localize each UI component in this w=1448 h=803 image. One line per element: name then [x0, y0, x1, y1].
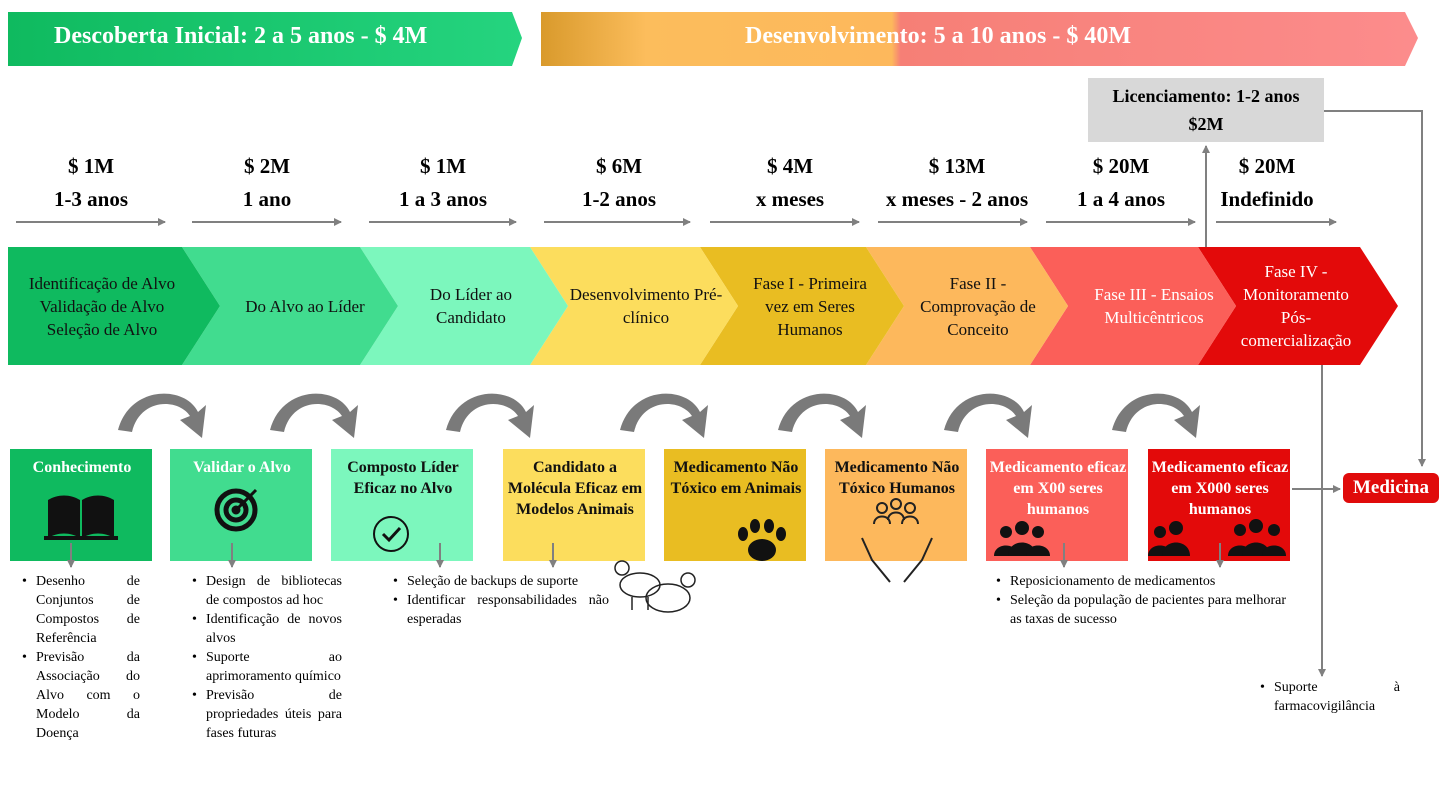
note-item: Design de bibliotecas de compostos ad ho…	[192, 572, 342, 610]
note-item: Identificação de novos alvos	[192, 610, 342, 648]
outcome-title: Validar o Alvo	[193, 459, 291, 476]
curved-arrow	[620, 393, 708, 438]
outcome-box-bg	[1148, 449, 1290, 561]
outcome-box-bg	[331, 449, 473, 561]
stage-chevron	[700, 247, 904, 365]
stage-label: Do Alvo ao Líder	[245, 296, 365, 316]
stage-chevron	[530, 247, 738, 365]
cost-column: $ 1M 1 a 3 anos	[368, 150, 518, 216]
note-item: Suporte à farmacovigilância	[1260, 678, 1400, 716]
note-item: Identificar responsabilidades não espera…	[393, 591, 609, 629]
knowledge-notes: Desenho de Conjuntos de Compostos de Ref…	[22, 572, 140, 743]
stage-chevron	[182, 247, 398, 365]
cost-column: $ 20M 1 a 4 anos	[1046, 150, 1196, 216]
outcome-title: Medicamento eficaz em X000 seres humanos	[1151, 459, 1289, 518]
outcome-title: Medicamento Não Tóxico Humanos	[834, 459, 960, 497]
animals-icon	[614, 560, 696, 613]
discovery-banner: Descoberta Inicial: 2 a 5 anos - $ 4M	[54, 22, 428, 49]
cost-duration: Indefinido	[1220, 187, 1314, 211]
stage-chevron	[8, 247, 220, 365]
medicine-label: Medicina	[1343, 473, 1439, 503]
outcome-box-bg	[825, 449, 967, 561]
stage-label: Fase I - Primeira vez em Seres Humanos	[753, 273, 867, 339]
outcome-title: Medicamento Não Tóxico em Animais	[670, 459, 802, 497]
development-banner-shape	[541, 12, 1418, 66]
cost-value: $ 6M	[595, 154, 643, 178]
outcome-title: Conhecimento	[32, 459, 132, 476]
curved-arrow	[778, 393, 866, 438]
target-icon	[214, 488, 258, 532]
cost-value: $ 13M	[928, 154, 986, 178]
stage-label: Fase II - Comprovação de Conceito	[920, 273, 1036, 339]
cost-column: $ 13M x meses - 2 anos	[867, 150, 1047, 216]
note-item: Desenho de Conjuntos de Compostos de Ref…	[22, 572, 140, 648]
note-item: Reposicionamento de medicamentos	[996, 572, 1286, 591]
curved-arrow	[446, 393, 534, 438]
outcome-title: Composto Líder Eficaz no Alvo	[347, 459, 459, 497]
cost-duration: 1 a 4 anos	[1076, 187, 1166, 211]
stage-chevron	[1198, 247, 1398, 365]
outcome-box-bg	[986, 449, 1128, 561]
licensing-cost: $2M	[1188, 114, 1224, 134]
phase-banners	[8, 12, 1418, 66]
outcome-box-bg	[503, 449, 645, 561]
open-book-icon	[44, 495, 118, 540]
outcome-title: Candidato a Molécula Eficaz em Modelos A…	[507, 459, 643, 518]
stage-label: Identificação de Alvo Validação de Alvo …	[28, 273, 176, 339]
stage-chevron	[1030, 247, 1236, 365]
licensing-box: Licenciamento: 1-2 anos $2M	[1088, 78, 1324, 142]
validate-notes: Design de bibliotecas de compostos ad ho…	[192, 572, 342, 743]
outcome-title: Medicamento eficaz em X00 seres humanos	[989, 459, 1127, 518]
development-banner: Desenvolvimento: 5 a 10 anos - $ 40M	[745, 22, 1131, 49]
cost-value: $ 20M	[1238, 154, 1296, 178]
note-item: Seleção de backups de suporte	[393, 572, 609, 591]
crowd-icon	[1148, 519, 1286, 556]
cost-value: $ 1M	[67, 154, 115, 178]
phase3-notes: Reposicionamento de medicamentos Seleção…	[996, 572, 1286, 629]
curved-arrow	[270, 393, 358, 438]
cost-column: $ 6M 1-2 anos	[544, 150, 694, 216]
people-hands-icon	[861, 498, 933, 583]
note-item: Previsão da Associação do Alvo com o Mod…	[22, 648, 140, 743]
stage-label: Fase IV - Monitoramento Pós-comercializa…	[1240, 262, 1352, 350]
lead-notes: Seleção de backups de suporte Identifica…	[393, 572, 609, 629]
curved-arrow	[118, 393, 206, 438]
outcome-box-bg	[10, 449, 152, 561]
cost-duration: 1 ano	[242, 187, 292, 211]
cost-duration: x meses - 2 anos	[885, 187, 1029, 211]
paw-icon	[738, 519, 786, 561]
cost-duration: 1-3 anos	[53, 187, 129, 211]
stage-chevron	[360, 247, 568, 365]
cost-value: $ 1M	[419, 154, 467, 178]
curved-arrow	[1112, 393, 1200, 438]
licensing-to-medicine-arrow	[1324, 110, 1426, 467]
discovery-banner-shape	[8, 12, 522, 66]
curved-arrow	[944, 393, 1032, 438]
cost-column: $ 1M 1-3 anos	[16, 150, 166, 216]
cost-column: $ 2M 1 ano	[192, 150, 342, 216]
cost-column: $ 4M x meses	[715, 150, 865, 216]
note-item: Seleção da população de pacientes para m…	[996, 591, 1286, 629]
people-icon	[994, 521, 1050, 556]
outcome-box-bg	[664, 449, 806, 561]
cost-value: $ 20M	[1092, 154, 1150, 178]
licensing-duration: Licenciamento: 1-2 anos	[1112, 86, 1300, 106]
cost-value: $ 2M	[243, 154, 291, 178]
stage-label: Desenvolvimento Pré-clínico	[569, 285, 723, 327]
note-item: Previsão de propriedades úteis para fase…	[192, 686, 342, 743]
cost-value: $ 4M	[766, 154, 814, 178]
stage-chevron	[866, 247, 1068, 365]
cost-duration: 1 a 3 anos	[398, 187, 488, 211]
stage-label: Do Líder ao Candidato	[429, 285, 513, 327]
cost-column: $ 20M Indefinido	[1192, 150, 1342, 216]
stage-label: Fase III - Ensaios Multicêntricos	[1094, 285, 1214, 327]
cost-duration: x meses	[755, 187, 825, 211]
note-item: Suporte ao aprimoramento químico	[192, 648, 342, 686]
check-circle-icon	[373, 516, 409, 552]
phase4-notes: Suporte à farmacovigilância	[1260, 678, 1400, 716]
cost-duration: 1-2 anos	[581, 187, 657, 211]
